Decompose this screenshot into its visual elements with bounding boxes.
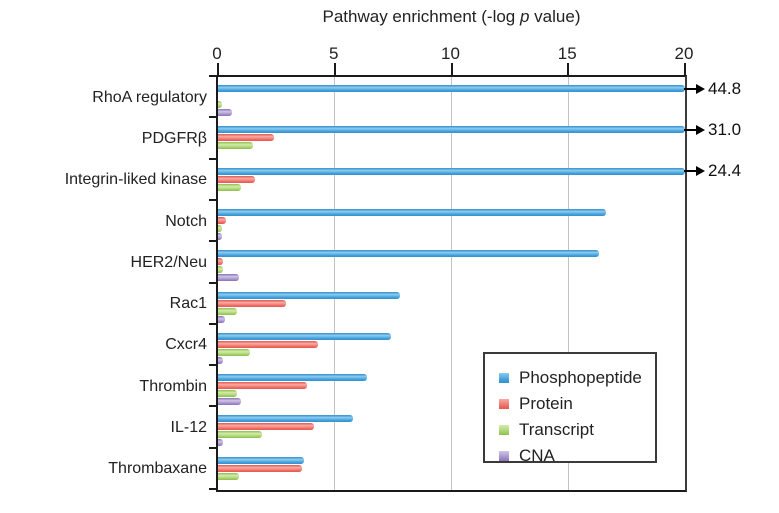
legend-item-transcript: Transcript xyxy=(499,417,655,443)
category-label: PDGFRβ xyxy=(141,129,207,147)
gridline-15 xyxy=(567,77,569,490)
x-axis-tick-label: 0 xyxy=(212,44,222,63)
gridline-10 xyxy=(451,77,452,490)
bar-protein-2 xyxy=(218,134,275,142)
x-axis-tick-label: 10 xyxy=(441,44,460,63)
bar-transcript-6 xyxy=(218,307,237,315)
bar-protein-7 xyxy=(218,340,319,348)
bar-phosphopeptide-9 xyxy=(218,415,354,423)
category-label: Thrombaxane xyxy=(108,460,207,478)
chart-title-italic-p: p xyxy=(519,7,530,26)
x-axis-tick-0 xyxy=(217,63,219,75)
x-axis-tick-15 xyxy=(567,63,570,75)
y-axis-tick xyxy=(209,446,217,449)
legend-label: Protein xyxy=(519,394,573,413)
bar-cna-7 xyxy=(218,356,223,364)
bar-phosphopeptide-8 xyxy=(218,374,368,382)
offscale-value-label: 31.0 xyxy=(708,119,742,139)
bar-protein-10 xyxy=(218,464,303,472)
y-axis-tick xyxy=(209,157,217,160)
offscale-arrow-icon xyxy=(696,124,705,135)
bar-cna-4 xyxy=(218,232,222,240)
y-axis-tick xyxy=(209,405,217,408)
bar-transcript-2 xyxy=(218,142,254,150)
legend-label: Phosphopeptide xyxy=(519,368,642,387)
bar-protein-6 xyxy=(218,299,286,307)
legend-item-cna: CNA xyxy=(499,443,655,469)
y-axis-tick xyxy=(209,322,217,325)
category-label: HER2/Neu xyxy=(130,253,207,271)
y-axis-tick xyxy=(209,75,217,77)
y-axis-tick xyxy=(209,240,217,243)
legend-item-protein: Protein xyxy=(499,391,655,417)
offscale-value-label: 44.8 xyxy=(708,78,742,98)
offscale-value-label: 24.4 xyxy=(708,161,742,181)
bar-cna-1 xyxy=(218,109,232,116)
category-label: IL-12 xyxy=(170,419,207,437)
chart-title-prefix: Pathway enrichment (-log xyxy=(322,7,520,26)
y-axis-tick xyxy=(209,281,217,284)
phosphopeptide-swatch-icon xyxy=(499,373,509,383)
bar-phosphopeptide-6 xyxy=(218,291,401,299)
x-axis-tick-label: 15 xyxy=(557,44,577,63)
offscale-arrow-icon xyxy=(696,166,705,177)
x-axis-tick-5 xyxy=(333,63,336,75)
bar-cna-8 xyxy=(218,398,242,406)
bar-protein-3 xyxy=(218,175,256,183)
legend-label: Transcript xyxy=(519,420,594,439)
legend-label: CNA xyxy=(519,446,555,465)
bar-phosphopeptide-2 xyxy=(218,126,685,134)
category-label: RhoA regulatory xyxy=(92,88,207,106)
chart-title: Pathway enrichment (-log p value) xyxy=(216,7,687,27)
bar-phosphopeptide-1 xyxy=(218,85,685,92)
offscale-arrow-shaft xyxy=(684,170,697,173)
bar-phosphopeptide-5 xyxy=(218,250,599,258)
bar-transcript-10 xyxy=(218,472,239,480)
category-label: Cxcr4 xyxy=(165,336,207,354)
protein-swatch-icon xyxy=(499,399,509,409)
bar-protein-4 xyxy=(218,216,227,224)
y-axis-tick xyxy=(209,364,217,367)
bar-transcript-7 xyxy=(218,348,250,356)
bar-phosphopeptide-3 xyxy=(218,167,685,175)
legend-item-phosphopeptide: Phosphopeptide xyxy=(499,365,655,391)
y-axis-tick xyxy=(209,116,217,119)
bar-cna-5 xyxy=(218,274,239,282)
chart-title-suffix: value) xyxy=(529,7,581,26)
bar-transcript-3 xyxy=(218,183,242,191)
transcript-swatch-icon xyxy=(499,425,509,435)
x-axis-tick-label: 20 xyxy=(674,44,694,63)
bar-phosphopeptide-10 xyxy=(218,456,305,464)
bar-protein-8 xyxy=(218,382,307,390)
category-label: Rac1 xyxy=(169,295,207,313)
legend: Phosphopeptide Protein Transcript CNA xyxy=(483,352,657,465)
bar-transcript-4 xyxy=(218,224,222,232)
bar-phosphopeptide-4 xyxy=(218,208,606,216)
offscale-arrow-shaft xyxy=(684,87,697,90)
x-axis-tick-20 xyxy=(684,63,686,75)
bar-protein-9 xyxy=(218,423,314,431)
bar-protein-5 xyxy=(218,258,223,266)
bar-transcript-8 xyxy=(218,390,237,398)
gridline-5 xyxy=(334,77,336,490)
bar-cna-9 xyxy=(218,439,223,447)
y-axis-tick xyxy=(209,198,217,201)
offscale-arrow-icon xyxy=(696,83,705,94)
bar-transcript-9 xyxy=(218,431,263,439)
category-label: Notch xyxy=(165,212,207,230)
bar-cna-6 xyxy=(218,315,225,323)
cna-swatch-icon xyxy=(499,451,509,461)
x-axis-tick-label: 5 xyxy=(329,44,339,63)
bar-transcript-1 xyxy=(218,101,222,108)
category-label: Integrin-liked kinase xyxy=(64,171,207,189)
bar-transcript-5 xyxy=(218,266,223,274)
offscale-arrow-shaft xyxy=(684,128,697,131)
x-axis-tick-10 xyxy=(450,63,453,75)
category-label: Thrombin xyxy=(139,377,207,395)
bar-phosphopeptide-7 xyxy=(218,332,391,340)
y-axis-tick xyxy=(209,488,217,490)
